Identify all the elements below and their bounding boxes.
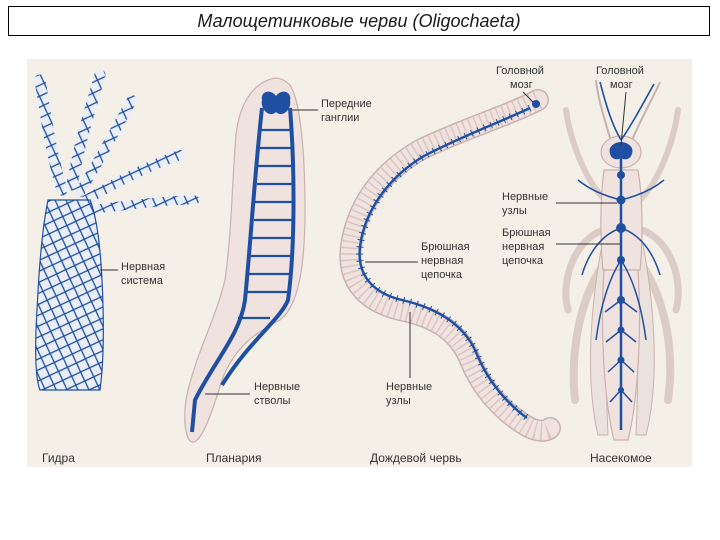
planaria-figure xyxy=(184,77,306,443)
slide-title: Малощетинковые черви (Oligochaeta) xyxy=(197,10,521,31)
insect-nodes-label: Нервные узлы xyxy=(502,191,551,217)
caption-earthworm: Дождевой червь xyxy=(370,451,462,465)
worm-brain-leader xyxy=(522,91,534,103)
planaria-trunks-label: Нервные стволы xyxy=(254,381,303,407)
planaria-commissures xyxy=(238,128,294,320)
insect-brain-label: Головной мозг xyxy=(596,65,647,91)
hydra-tentacle xyxy=(66,69,106,191)
worm-chain-label: Брюшная нервная цепочка xyxy=(421,241,473,281)
caption-hydra: Гидра xyxy=(42,451,75,465)
insect-brain xyxy=(609,142,633,160)
earthworm-nerve-chain xyxy=(358,106,531,419)
worm-nodes-label: Нервные узлы xyxy=(386,381,435,407)
insect-figure xyxy=(562,79,682,441)
caption-planaria: Планария xyxy=(206,451,261,465)
hydra-figure xyxy=(34,69,200,391)
planaria-ganglia-label: Передние ганглии xyxy=(321,98,375,124)
hydra-tentacle xyxy=(83,195,200,215)
caption-insect: Насекомое xyxy=(590,451,652,465)
hydra-tentacle xyxy=(75,95,137,197)
hydra-tentacle xyxy=(81,150,185,205)
hydra-body xyxy=(35,199,104,391)
earthworm-brain xyxy=(532,100,540,108)
insect-nerve-nodes xyxy=(616,171,626,393)
worm-brain-label: Головной мозг xyxy=(496,65,547,91)
planaria-ganglia xyxy=(261,91,291,115)
planaria-trunk-right xyxy=(220,107,296,387)
insect-brain-leader xyxy=(620,91,627,146)
insect-chain-label: Брюшная нервная цепочка xyxy=(502,227,554,267)
title-box: Малощетинковые черви (Oligochaeta) xyxy=(8,6,710,36)
hydra-tentacle xyxy=(34,74,68,196)
planaria-body xyxy=(184,77,306,443)
earthworm-segments xyxy=(340,91,559,441)
hydra-nerve-system-label: Нервная система xyxy=(121,261,168,287)
earthworm-figure xyxy=(339,89,561,442)
planaria-trunk-left xyxy=(190,107,264,433)
